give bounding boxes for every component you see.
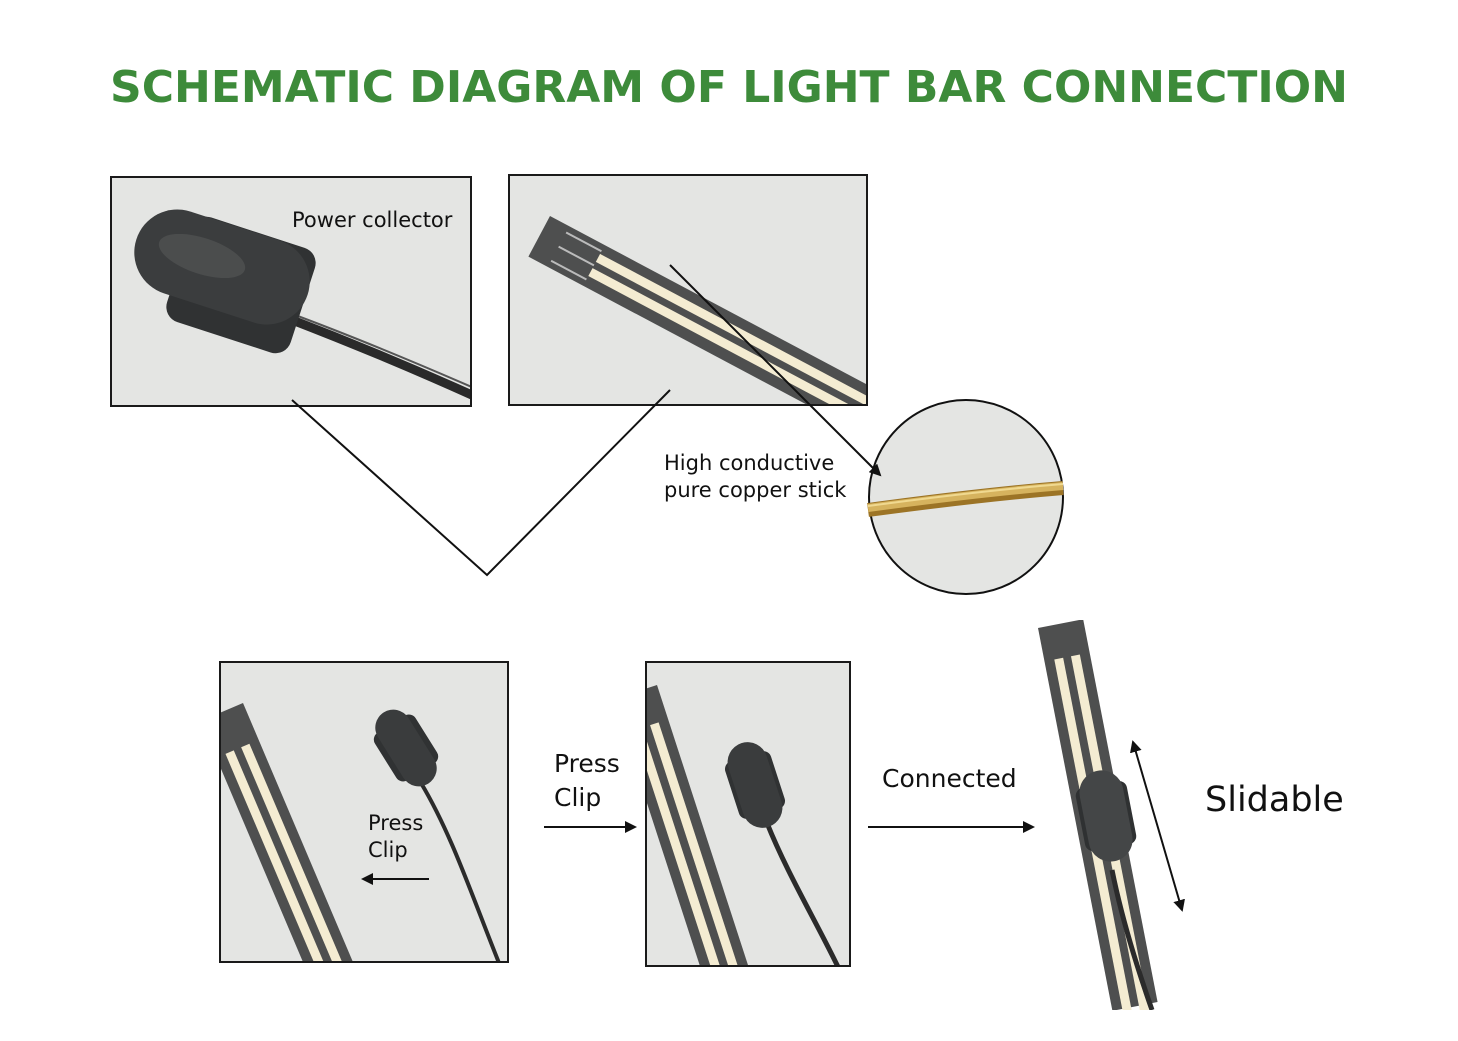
power-collector-icon [134,209,470,400]
power-collector-clip-icon [724,742,786,828]
before-clip-panel: Press Clip [219,661,509,963]
copper-label-line1: High conductive [664,451,835,475]
copper-stick-icon [867,481,1064,517]
light-bar-panel [508,174,868,406]
press-clip-label: Clip [554,783,602,812]
power-collector-panel: Power collector [110,176,472,407]
light-bar-icon [528,216,866,404]
copper-label-line2: pure copper stick [664,478,847,502]
slidable-label: Slidable [1205,780,1344,820]
clipped-panel [645,661,851,967]
light-bar-icon [647,685,840,965]
page-title: SCHEMATIC DIAGRAM OF LIGHT BAR CONNECTIO… [110,62,1348,113]
copper-pointer-arrow [669,264,882,477]
v-connector-line [291,389,671,577]
press-clip-inner-label: Press [368,811,424,835]
power-collector-clip-icon [373,709,439,787]
slidable-bar-icon [1038,620,1158,1010]
light-bar-icon [221,703,501,961]
slide-double-arrow [1130,740,1185,912]
press-clip-label: Press [554,749,620,778]
power-collector-clip-icon [1075,770,1137,862]
connected-label: Connected [882,764,1017,793]
press-clip-inner-label: Clip [368,838,408,862]
power-collector-label: Power collector [292,208,453,232]
